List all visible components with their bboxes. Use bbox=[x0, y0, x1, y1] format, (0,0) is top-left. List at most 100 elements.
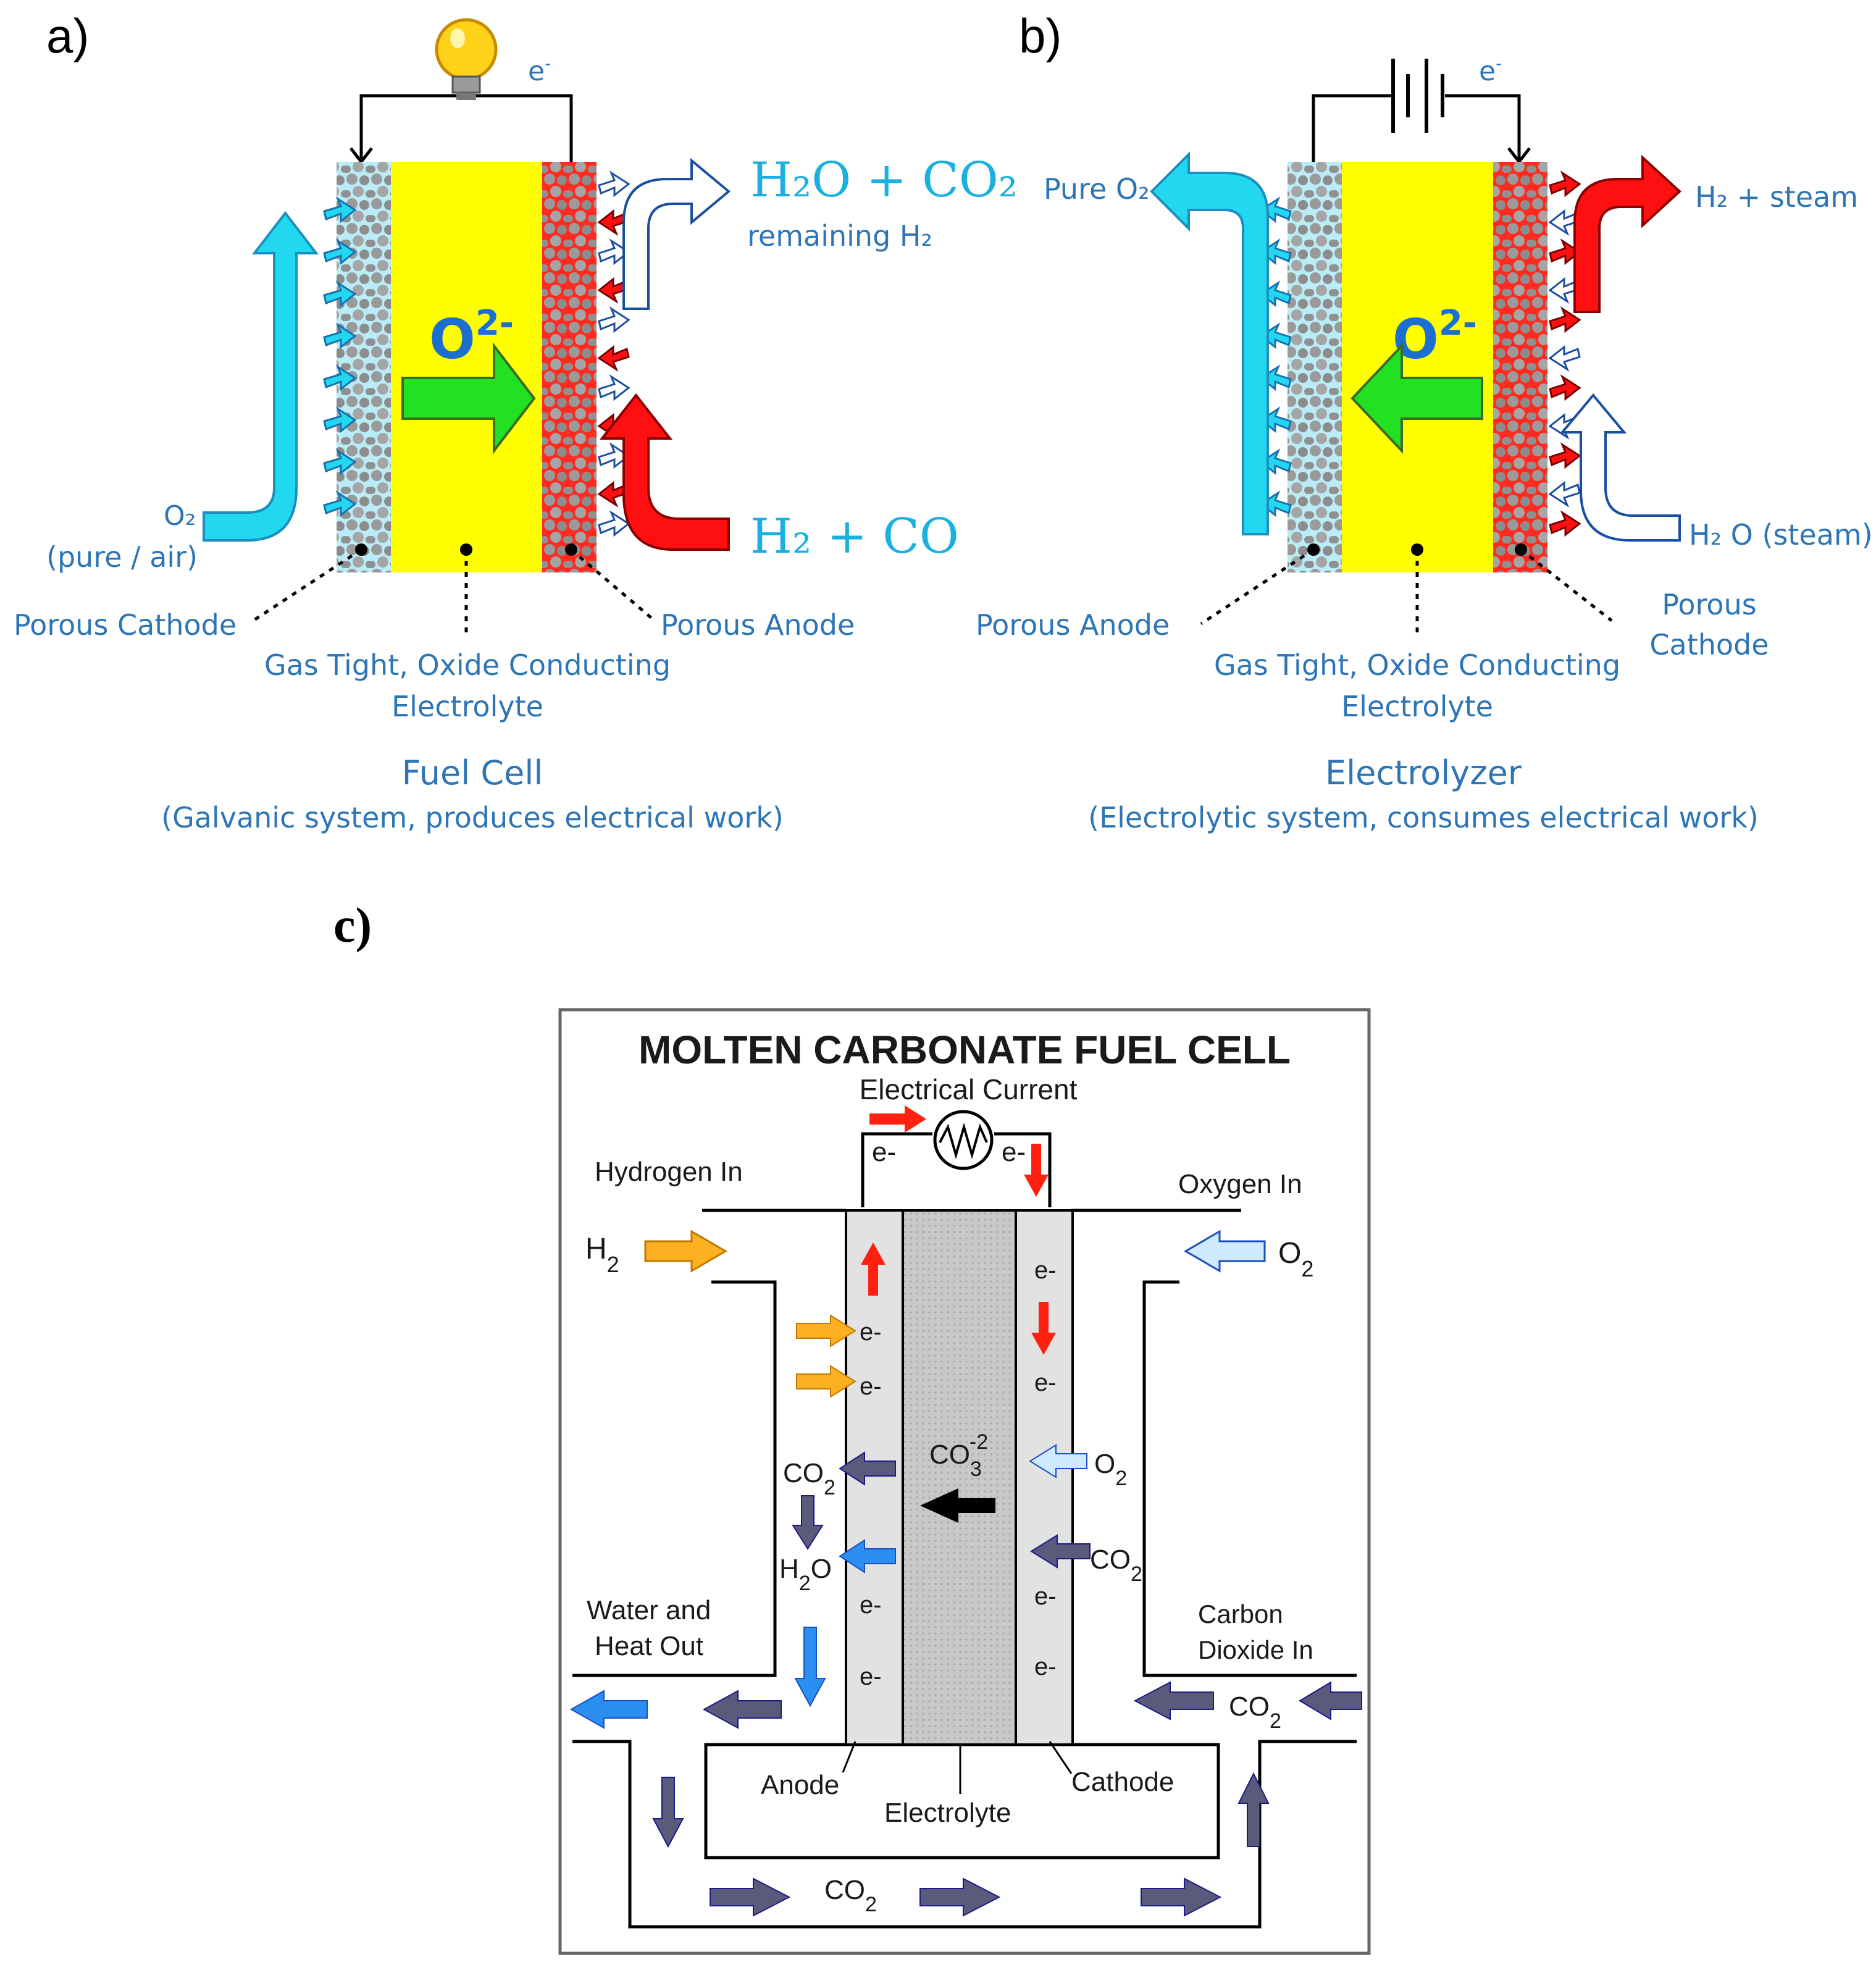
panel-c-loop-right-arrow-3 bbox=[1141, 1877, 1222, 1917]
panel-b-circuit-wire bbox=[1312, 94, 1521, 162]
panel-a-oxidant-label: O₂ bbox=[164, 500, 196, 532]
panel-b-porous-cathode bbox=[1493, 162, 1547, 572]
panel-c-anode-leader bbox=[842, 1741, 856, 1773]
panel-c-co2-anode-label: CO2 bbox=[783, 1458, 835, 1499]
panel-a-cathode-label: Porous Cathode bbox=[14, 608, 237, 642]
panel-c-h2o-anode-arrow bbox=[839, 1539, 896, 1574]
panel-a-ion-label: O2- bbox=[429, 303, 514, 371]
panel-a-ion-arrow bbox=[401, 342, 536, 455]
panel-c-water-out-label: Water and bbox=[587, 1595, 711, 1625]
panel-a-oxygen-feed-arrow bbox=[203, 211, 319, 542]
panel-c-co2-inlet-arrow bbox=[1299, 1681, 1362, 1721]
panel-b-ion-arrow bbox=[1350, 342, 1483, 455]
resistor-icon bbox=[933, 1110, 994, 1170]
panel-c-cathode-electron-4: e- bbox=[1034, 1653, 1057, 1680]
panel-c-carbonate-label: CO3-2 bbox=[929, 1430, 988, 1481]
panel-b-hydrogen-out-label: H₂ + steam bbox=[1695, 180, 1858, 214]
panel-c-cathode-electron-1: e- bbox=[1034, 1257, 1057, 1284]
panel-c-cathode-electron-2: e- bbox=[1034, 1369, 1057, 1396]
panel-c-anode-electron-3: e- bbox=[860, 1591, 882, 1619]
panel-b-oxygen-out-arrow bbox=[1150, 151, 1269, 535]
panel-b-cathode-leader bbox=[1520, 548, 1613, 622]
panel-c-loop-right-arrow-1 bbox=[710, 1877, 791, 1917]
panel-c-h2-label: H2 bbox=[585, 1233, 619, 1277]
panel-c-o2-cathode-label: O2 bbox=[1094, 1449, 1127, 1490]
panel-b-hydrogen-out-arrow bbox=[1573, 154, 1681, 313]
panel-c-carbonate-arrow bbox=[920, 1488, 995, 1523]
panel-c-cathode-leader bbox=[1049, 1741, 1073, 1774]
panel-b-electrolyzer: b) e- O2- bbox=[976, 9, 1873, 834]
panel-a-circuit-wire bbox=[359, 94, 573, 162]
panel-c-co2-cathode-arrow bbox=[1030, 1534, 1091, 1569]
panel-c-molten-carbonate: c) MOLTEN CARBONATE FUEL CELL Electrical… bbox=[333, 899, 1371, 1955]
panel-c-loop-down-arrow bbox=[652, 1777, 684, 1848]
panel-b-title: Electrolyzer bbox=[1325, 753, 1522, 792]
panel-a-products-label: H₂O + CO₂ bbox=[750, 153, 1018, 208]
panel-c-co2-inlet-label: CO2 bbox=[1229, 1691, 1281, 1733]
panel-b-anode-label: Porous Anode bbox=[976, 608, 1170, 642]
panel-c-hydrogen-in-label: Hydrogen In bbox=[595, 1157, 743, 1187]
panel-c-electrolyte bbox=[902, 1209, 1017, 1746]
panel-c-anode-label: Anode bbox=[761, 1770, 839, 1800]
panel-b-steam-in-arrow bbox=[1559, 393, 1681, 542]
panel-a-label: a) bbox=[46, 9, 89, 63]
panel-c-anode-up-arrow bbox=[861, 1243, 886, 1296]
panel-c-current-arrow bbox=[869, 1105, 926, 1133]
panel-b-electrolyte-label-2: Electrolyte bbox=[1341, 690, 1493, 723]
panel-c-o2-label: O2 bbox=[1278, 1237, 1313, 1281]
panel-c-o2-cathode-arrow bbox=[1029, 1444, 1087, 1478]
panel-b-cathode-label-2: Cathode bbox=[1649, 628, 1769, 661]
panel-c-anode-electron-1: e- bbox=[860, 1318, 882, 1346]
panel-b-steam-in-label: H₂ O (steam) bbox=[1689, 518, 1873, 551]
panel-c-current-down-arrow bbox=[1024, 1144, 1049, 1197]
panel-c-electron-wire-right: e- bbox=[1002, 1137, 1026, 1167]
panel-a-anode-label: Porous Anode bbox=[661, 608, 855, 642]
panel-c-electrolyte-label: Electrolyte bbox=[884, 1798, 1011, 1828]
panel-a-electrolyte bbox=[391, 162, 542, 572]
panel-a-porous-anode bbox=[542, 162, 597, 572]
panel-b-electrolyte bbox=[1342, 162, 1493, 572]
panel-c-label: c) bbox=[333, 899, 372, 953]
panel-a-fuel-cell: a) e- O2- bbox=[14, 9, 1018, 834]
panel-a-exhaust-arrow bbox=[622, 157, 731, 310]
panel-c-anode-electron-2: e- bbox=[860, 1373, 882, 1400]
panel-b-subtitle: (Electrolytic system, consumes electrica… bbox=[1088, 801, 1759, 834]
panel-c-h2-anode-arrow-2 bbox=[796, 1365, 856, 1398]
panel-c-h2-arrow bbox=[644, 1230, 727, 1273]
panel-c-oxygen-in-label: Oxygen In bbox=[1178, 1169, 1302, 1199]
panel-b-anode-leader bbox=[1200, 548, 1315, 626]
battery-icon bbox=[1391, 59, 1444, 133]
panel-b-electrolyte-label: Gas Tight, Oxide Conducting bbox=[1214, 648, 1620, 682]
panel-c-co2-in-label-2: Dioxide In bbox=[1198, 1635, 1313, 1664]
panel-b-porous-anode bbox=[1288, 162, 1342, 572]
light-bulb-icon bbox=[435, 18, 498, 100]
panel-c-circuit-wire bbox=[861, 1132, 1052, 1207]
panel-a-anode-leader bbox=[570, 548, 656, 622]
panel-c-cathode-electron-3: e- bbox=[1034, 1583, 1057, 1610]
panel-c-loop-right-arrow-2 bbox=[919, 1877, 1001, 1917]
panel-a-oxidant-sub-label: (pure / air) bbox=[46, 540, 198, 574]
panel-a-electrolyte-label: Gas Tight, Oxide Conducting bbox=[264, 648, 671, 682]
panel-c-title: MOLTEN CARBONATE FUEL CELL bbox=[639, 1028, 1291, 1072]
panel-c-co2-return-arrow bbox=[1133, 1681, 1214, 1721]
panel-a-electrolyte-label-2: Electrolyte bbox=[392, 690, 543, 723]
panel-c-current-label: Electrical Current bbox=[860, 1073, 1078, 1105]
panel-c-h2o-down-arrow bbox=[794, 1627, 826, 1708]
panel-c-fuel-channel bbox=[572, 1209, 1357, 1929]
panel-b-electron-label: e- bbox=[1479, 53, 1502, 87]
panel-c-water-out-arrow bbox=[569, 1690, 648, 1729]
panel-c-cathode-down-arrow bbox=[1031, 1302, 1056, 1355]
panel-c-co2-cathode-label: CO2 bbox=[1090, 1545, 1142, 1586]
panel-c-co2-down-arrow bbox=[792, 1495, 824, 1550]
panel-c-h2o-label: H2O bbox=[779, 1554, 832, 1595]
panel-a-title: Fuel Cell bbox=[402, 753, 543, 792]
panel-a-subtitle: (Galvanic system, produces electrical wo… bbox=[161, 801, 784, 834]
panel-c-co2-anode-arrow bbox=[839, 1451, 896, 1486]
panel-c-co2-out-arrow bbox=[702, 1690, 782, 1729]
panel-c-anode bbox=[845, 1209, 904, 1746]
panel-c-loop-up-arrow bbox=[1237, 1772, 1270, 1847]
panel-a-electron-label: e- bbox=[528, 53, 551, 87]
panel-c-anode-electron-4: e- bbox=[860, 1663, 882, 1690]
panel-c-return-chamber bbox=[704, 1743, 1220, 1859]
